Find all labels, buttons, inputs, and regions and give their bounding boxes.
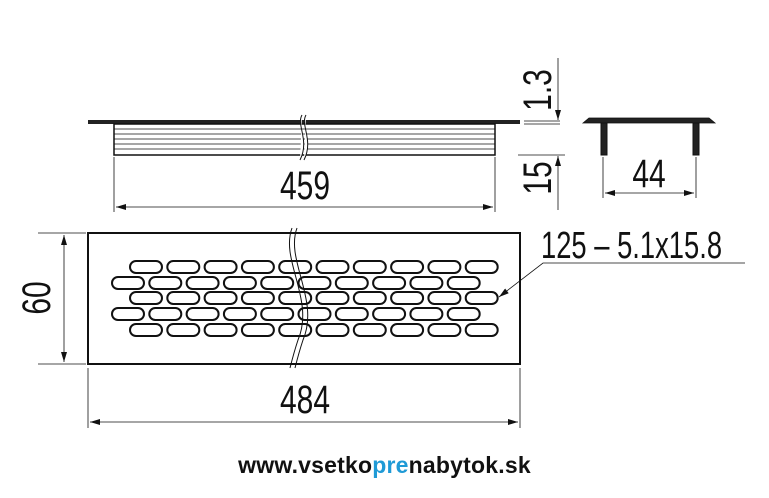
slot bbox=[278, 291, 313, 305]
slot bbox=[446, 307, 481, 321]
top-view bbox=[88, 58, 565, 212]
dim-484: 484 bbox=[280, 378, 330, 422]
side-view bbox=[581, 117, 717, 198]
dim-44: 44 bbox=[632, 152, 665, 196]
slot bbox=[166, 323, 201, 337]
slot bbox=[446, 276, 481, 290]
slot bbox=[185, 307, 220, 321]
slot bbox=[240, 260, 275, 274]
slot bbox=[464, 323, 499, 337]
slot bbox=[240, 323, 275, 337]
side-leg-right bbox=[692, 122, 700, 156]
dim-459: 459 bbox=[280, 164, 330, 208]
slot bbox=[352, 291, 387, 305]
slot bbox=[334, 276, 369, 290]
slot bbox=[111, 276, 145, 290]
slot bbox=[129, 323, 163, 337]
slot bbox=[352, 260, 387, 274]
side-flange bbox=[581, 117, 717, 124]
slot bbox=[111, 307, 145, 321]
slot bbox=[427, 323, 462, 337]
slot bbox=[334, 307, 369, 321]
dim-15: 15 bbox=[516, 161, 560, 194]
slot bbox=[260, 276, 295, 290]
slot bbox=[185, 276, 220, 290]
slot bbox=[203, 291, 238, 305]
slot bbox=[372, 276, 407, 290]
slot-spec-label: 125 – 5.1x15.8 bbox=[541, 225, 722, 267]
slot bbox=[166, 260, 201, 274]
break-line bbox=[288, 227, 309, 369]
slots bbox=[111, 260, 499, 337]
slot bbox=[278, 260, 313, 274]
url-accent: pre bbox=[372, 452, 409, 478]
slot bbox=[222, 307, 257, 321]
slot bbox=[203, 323, 238, 337]
slot bbox=[148, 276, 183, 290]
front-plate bbox=[87, 232, 521, 365]
fins bbox=[114, 128, 495, 150]
slot bbox=[129, 260, 163, 274]
slot-leader bbox=[498, 262, 745, 298]
side-leg-left bbox=[600, 122, 608, 156]
slot bbox=[409, 276, 444, 290]
slot bbox=[352, 323, 387, 337]
dim-60: 60 bbox=[15, 281, 59, 314]
slot bbox=[315, 291, 350, 305]
slot bbox=[390, 291, 425, 305]
slot bbox=[203, 260, 238, 274]
slot bbox=[166, 291, 201, 305]
slot bbox=[240, 291, 275, 305]
slot bbox=[409, 307, 444, 321]
url-prefix: www.vsetko bbox=[238, 452, 373, 478]
slot bbox=[390, 260, 425, 274]
dim-1-3: 1.3 bbox=[516, 69, 560, 111]
url-suffix: nabytok.sk bbox=[408, 452, 531, 478]
slot bbox=[315, 323, 350, 337]
slot bbox=[427, 291, 462, 305]
slot bbox=[372, 307, 407, 321]
slot bbox=[390, 323, 425, 337]
slot bbox=[297, 276, 332, 290]
slot bbox=[278, 323, 313, 337]
slot bbox=[297, 307, 332, 321]
slot bbox=[148, 307, 183, 321]
slot bbox=[315, 260, 350, 274]
slot bbox=[129, 291, 163, 305]
website-url: www.vsetkoprenabytok.sk bbox=[0, 452, 769, 479]
slot bbox=[222, 276, 257, 290]
slot bbox=[260, 307, 295, 321]
slot bbox=[464, 260, 499, 274]
slot bbox=[464, 291, 499, 305]
slot bbox=[427, 260, 462, 274]
break-line bbox=[299, 114, 309, 161]
front-view bbox=[38, 227, 745, 428]
